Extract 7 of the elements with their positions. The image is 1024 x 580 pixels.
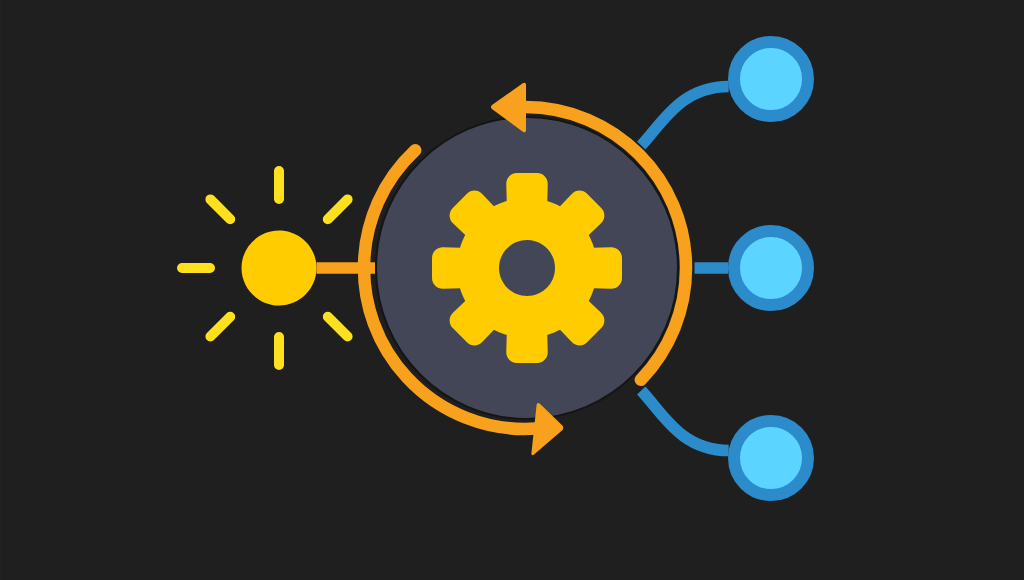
endpoint-circle [728,415,814,501]
connector-line [636,80,730,150]
endpoint-circle [728,225,814,311]
connector-line [636,386,730,457]
connector-line [694,262,728,274]
endpoint-circle [728,36,814,122]
sun-circle [241,230,317,306]
